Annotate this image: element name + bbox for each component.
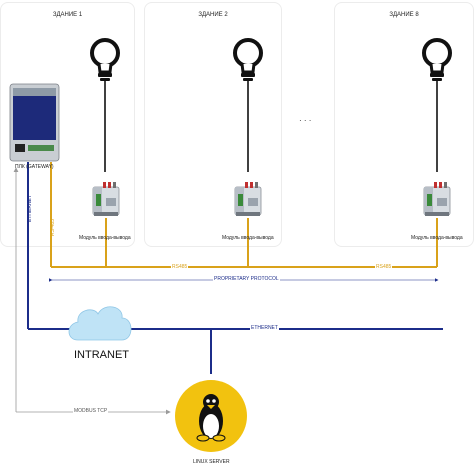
proprietary-protocol-label: PROPRIETARY PROTOCOL bbox=[213, 276, 280, 282]
plc-gateway-icon bbox=[9, 83, 60, 162]
gateway-label: ПЛК (GATEWAY) bbox=[15, 164, 54, 170]
lightbulb-icon bbox=[233, 38, 263, 172]
rs485-label-b: RS485 bbox=[375, 264, 393, 270]
ellipsis: · · · bbox=[299, 116, 312, 125]
linux-server-label: LINUX SERVER bbox=[193, 459, 230, 465]
ethernet-vertical-label: ETHERNET bbox=[27, 195, 33, 222]
rs485-bus bbox=[50, 162, 438, 268]
rs485-label-a: RS485 bbox=[171, 264, 189, 270]
io-module-icon bbox=[92, 181, 120, 217]
building-2-title: ЗДАНИЕ 2 bbox=[198, 12, 228, 18]
lightbulb-icon bbox=[422, 38, 452, 172]
ethernet-label: ETHERNET bbox=[250, 325, 279, 331]
building-1-title: ЗДАНИЕ 1 bbox=[52, 12, 83, 18]
intranet-label: INTRANET bbox=[74, 349, 129, 361]
io-module-icon bbox=[234, 181, 262, 217]
rs485-vertical-label: RS-485 bbox=[50, 219, 56, 236]
building-8-title: ЗДАНИЕ 8 bbox=[389, 12, 419, 18]
linux-server-icon bbox=[175, 380, 247, 452]
module-label-8: Модуль ввода-вывода bbox=[411, 235, 463, 241]
modbus-tcp-label: MODBUS TCP bbox=[73, 408, 109, 414]
lightbulb-icon bbox=[90, 38, 120, 172]
building-8-panel: ЗДАНИЕ 8 bbox=[334, 2, 474, 247]
module-label-1: Модуль ввода-вывода bbox=[79, 235, 131, 241]
ethernet-bus bbox=[27, 162, 443, 374]
cloud-icon bbox=[68, 306, 132, 341]
io-module-icon bbox=[423, 181, 451, 217]
module-label-2: Модуль ввода-вывода bbox=[222, 235, 274, 241]
